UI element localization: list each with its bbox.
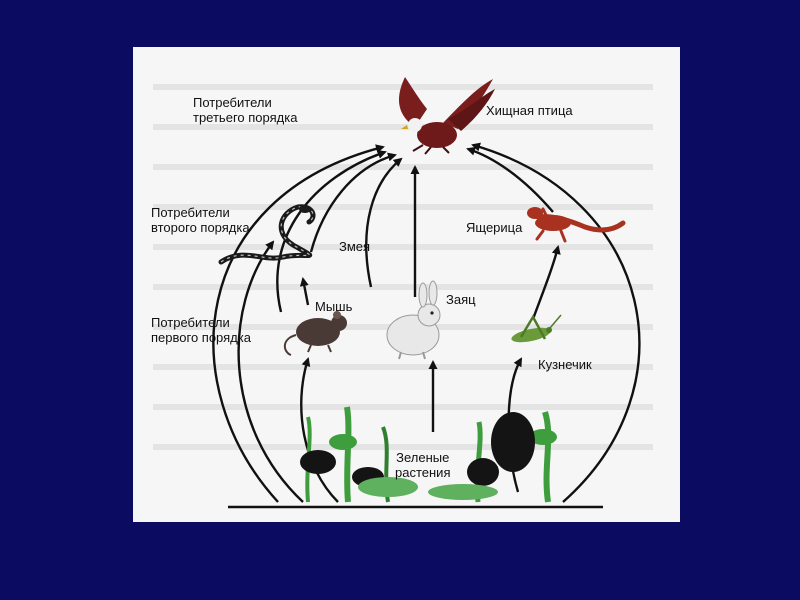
label-snake: Змея bbox=[339, 239, 371, 254]
label-predator-bird: Хищная птица bbox=[486, 103, 573, 118]
arrow-lizard-to-bird bbox=[466, 146, 554, 213]
label-second-order-line1: Потребители bbox=[151, 205, 230, 220]
arrow-plants-to-snake-side bbox=[237, 240, 304, 503]
label-third-order-line1: Потребители bbox=[193, 95, 272, 110]
arrow-snake-to-bird bbox=[309, 152, 397, 253]
food-web-diagram: Потребители третьего порядка Хищная птиц… bbox=[133, 47, 680, 522]
label-grasshopper: Кузнечик bbox=[538, 357, 592, 372]
grasshopper-icon bbox=[511, 314, 562, 343]
arrow-grasshopper-to-lizard bbox=[531, 245, 561, 320]
label-first-order-line2: первого порядка bbox=[151, 330, 251, 345]
background-texture bbox=[153, 84, 653, 450]
arrow-plants-to-mouse bbox=[300, 357, 339, 503]
arrow-plants-to-bird-outer-left bbox=[212, 144, 385, 503]
lizard-icon bbox=[527, 207, 626, 243]
snake-icon bbox=[218, 204, 316, 265]
mouse-icon bbox=[283, 311, 347, 356]
label-green-plants-line1: Зеленые bbox=[396, 450, 450, 465]
label-green-plants: Зеленые растения bbox=[395, 450, 450, 480]
hare-icon bbox=[386, 280, 441, 360]
label-third-order: Потребители третьего порядка bbox=[193, 95, 297, 125]
arrow-hare-to-bird bbox=[365, 157, 403, 288]
predator-bird-icon bbox=[399, 77, 495, 155]
label-green-plants-line2: растения bbox=[395, 465, 451, 480]
arrow-plants-to-bird-outer-right bbox=[471, 142, 641, 503]
plants-icon bbox=[300, 406, 557, 503]
label-mouse: Мышь bbox=[315, 299, 353, 314]
label-third-order-line2: третьего порядка bbox=[193, 110, 298, 125]
arrow-mouse-to-bird bbox=[276, 150, 387, 313]
food-web-svg bbox=[153, 77, 653, 509]
energy-flow-arrows bbox=[212, 142, 641, 503]
label-second-order-line2: второго порядка bbox=[151, 220, 250, 235]
label-lizard: Ящерица bbox=[466, 220, 523, 235]
label-first-order-line1: Потребители bbox=[151, 315, 230, 330]
label-first-order: Потребители первого порядка bbox=[151, 315, 251, 345]
label-hare: Заяц bbox=[446, 292, 476, 307]
label-second-order: Потребители второго порядка bbox=[151, 205, 250, 235]
arrow-mouse-to-snake bbox=[299, 277, 310, 306]
